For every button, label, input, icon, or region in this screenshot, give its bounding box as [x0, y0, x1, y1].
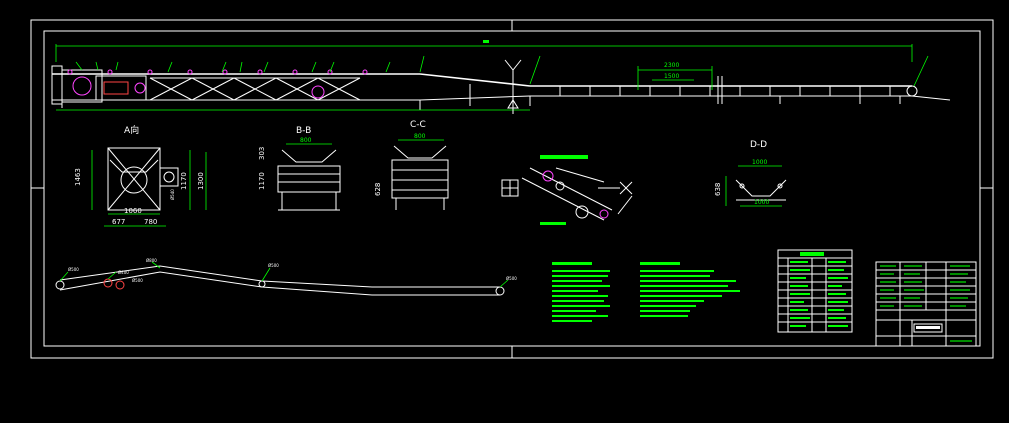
view-b-dim-303: 303	[258, 147, 266, 160]
view-d-title: D-D	[750, 140, 767, 150]
view-d-dim-638: 638	[714, 183, 722, 196]
path-label-1: Ø400	[118, 270, 129, 275]
view-c-title: C-C	[410, 120, 426, 130]
view-a-dim-1300: 1300	[197, 172, 205, 190]
view-c-dim-628: 628	[374, 183, 382, 196]
main-conveyor-elevation: 2300 1500	[51, 44, 951, 114]
view-a-title: A向	[124, 124, 139, 136]
view-b-dim-800: 800	[300, 137, 312, 144]
path-label-4: Ø500	[268, 263, 279, 268]
view-b-dim-1170: 1170	[258, 172, 266, 190]
technical-notes-left	[552, 262, 610, 322]
belt-path-diagram: Ø500 Ø400 Ø800 Ø500 Ø500 Ø500	[55, 258, 517, 296]
spacing-dim-2300: 2300	[664, 62, 679, 69]
tensioner-detail	[501, 155, 633, 225]
path-label-2: Ø800	[146, 258, 157, 263]
view-a-dim-1463: 1463	[74, 168, 82, 186]
view-b-title: B-B	[296, 126, 311, 136]
view-a-dim-1060: 1060	[124, 207, 142, 215]
path-label-0: Ø500	[68, 267, 79, 272]
view-c: C-C 800 628	[374, 120, 449, 210]
technical-notes-right	[640, 262, 740, 317]
view-a-dim-780: 780	[144, 218, 157, 226]
view-d-dim-1000-top: 1000	[752, 159, 767, 166]
path-label-3: Ø500	[132, 278, 143, 283]
view-a-dim-1170: 1170	[180, 172, 188, 190]
view-a: A向 1463 1170 1300 677 780 1060 Ø540	[74, 124, 207, 227]
view-a-dim-677: 677	[112, 218, 125, 226]
spacing-dim-1500: 1500	[664, 73, 679, 80]
view-d: D-D 1000 638 1000	[714, 140, 787, 207]
path-label-5: Ø500	[506, 276, 517, 281]
sheet-frame	[30, 19, 994, 359]
top-marker	[483, 40, 489, 43]
parameter-table	[777, 249, 853, 333]
view-a-dim-dia: Ø540	[170, 189, 175, 200]
title-block	[875, 261, 977, 347]
view-d-dim-1000-bottom: 1000	[754, 199, 769, 206]
view-c-dim-800: 800	[414, 133, 426, 140]
view-b: B-B 800 303 1170	[258, 126, 341, 211]
